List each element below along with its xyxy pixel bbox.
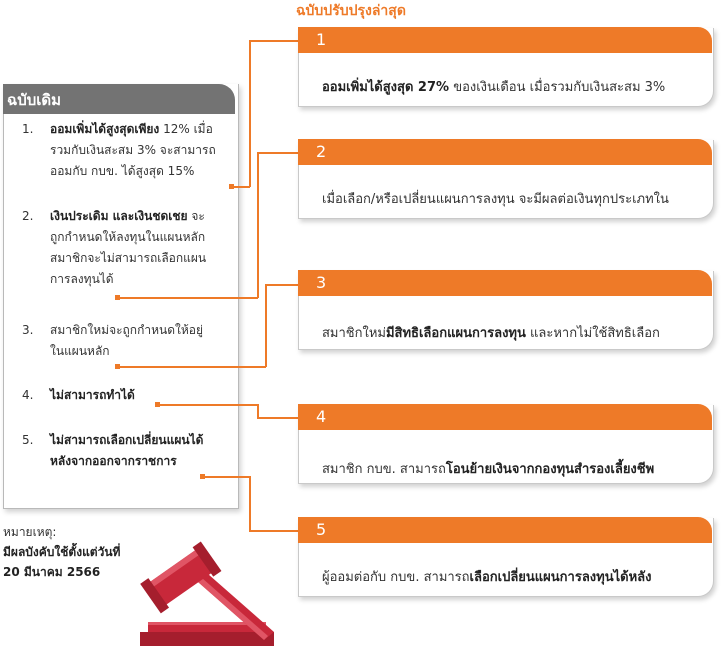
old-item-number: 1.	[22, 122, 34, 136]
new-version-title: ฉบับปรับปรุงล่าสุด	[296, 3, 406, 19]
old-item-number: 5.	[22, 433, 34, 447]
new-card-number: 3	[298, 270, 712, 296]
connector-line	[249, 40, 298, 42]
old-item-number: 2.	[22, 209, 34, 223]
old-item-bold: ออมเพิ่มได้สูงสุดเพียง	[50, 122, 160, 136]
new-card-bold: มีสิทธิเลือกแผนการลงทุน	[385, 326, 526, 341]
old-item-number: 3.	[22, 323, 34, 337]
connector-line	[158, 404, 258, 406]
new-card-rest: เมื่อเลือก/หรือเปลี่ยนแผนการลงทุน จะมีผล…	[322, 192, 669, 207]
old-item-text: ออมกับ กบข. ได้สูงสุด 15%	[50, 164, 195, 178]
connector-dot	[155, 402, 160, 407]
new-card-bold: ออมเพิ่มได้สูงสุด 27%	[322, 80, 450, 95]
old-version-title: ฉบับเดิม	[3, 84, 235, 114]
old-item-bold: เงินประเดิม และเงินชดเชย	[50, 209, 188, 223]
new-card-number: 2	[298, 139, 712, 165]
old-item-text: ในแผนหลัก	[50, 344, 110, 358]
old-item-bold: หลังจากออกจากราชการ	[50, 454, 177, 468]
new-card-text: สมาชิก กบข. สามารถโอนย้ายเงินจากกองทุนสำ…	[322, 458, 654, 479]
old-item-bold: ไม่สามารถเลือกเปลี่ยนแผนได้	[50, 433, 204, 447]
connector-line	[257, 152, 298, 154]
old-item-text: จะ	[187, 209, 205, 223]
connector-line	[265, 284, 267, 367]
new-card-text: สมาชิกใหม่มีสิทธิเลือกแผนการลงทุน และหาก…	[322, 322, 660, 343]
new-card-bold: โอนย้ายเงินจากกองทุนสำรองเลี้ยงชีพ	[445, 462, 655, 477]
new-card-bold: เลือกเปลี่ยนแผนการลงทุนได้หลัง	[469, 570, 652, 585]
connector-line	[249, 40, 251, 187]
old-item-2: 2. เงินประเดิม และเงินชดเชย จะ ถูกกำหนดใ…	[22, 206, 237, 292]
new-card-text: ผู้ออมต่อกับ กบข. สามารถเลือกเปลี่ยนแผนก…	[322, 566, 651, 587]
old-item-5: 5. ไม่สามารถเลือกเปลี่ยนแผนได้ หลังจากออ…	[22, 430, 237, 474]
new-card-pre: สมาชิกใหม่	[322, 326, 386, 341]
connector-line	[257, 152, 259, 298]
new-card-pre: ผู้ออมต่อกับ กบข. สามารถ	[322, 570, 470, 585]
connector-line	[118, 297, 258, 299]
new-card-text: ออมเพิ่มได้สูงสุด 27% ของเงินเดือน เมื่อ…	[322, 76, 665, 97]
old-version-panel	[3, 84, 239, 509]
connector-line	[257, 417, 298, 419]
connector-line	[265, 284, 298, 286]
old-item-text: ถูกกำหนดให้ลงทุนในแผนหลัก	[50, 230, 206, 244]
old-item-4: 4. ไม่สามารถทำได้	[22, 385, 237, 407]
connector-dot	[115, 295, 120, 300]
connector-line	[249, 530, 298, 532]
old-item-3: 3. สมาชิกใหม่จะถูกกำหนดให้อยู่ ในแผนหลัก	[22, 320, 237, 364]
note-label: หมายเหตุ:	[3, 525, 57, 539]
new-card-rest: ของเงินเดือน เมื่อรวมกับเงินสะสม 3%	[449, 80, 666, 95]
new-card-rest: และหากไม่ใช้สิทธิเลือก	[525, 326, 660, 341]
new-card-number: 4	[298, 404, 712, 430]
old-item-text: รวมกับเงินสะสม 3% จะสามารถ	[50, 143, 216, 157]
old-item-text: 12% เมื่อ	[159, 122, 213, 136]
note-line2: 20 มีนาคม 2566	[3, 565, 101, 579]
old-item-text: สมาชิกจะไม่สามารถเลือกแผน	[50, 251, 207, 265]
connector-line	[249, 476, 251, 531]
old-item-text: การลงทุนได้	[50, 272, 114, 286]
new-card-number: 1	[298, 27, 712, 53]
gavel-icon	[140, 541, 274, 646]
new-card-text: เมื่อเลือก/หรือเปลี่ยนแผนการลงทุน จะมีผล…	[322, 188, 669, 209]
new-card-pre: สมาชิก กบข. สามารถ	[322, 462, 446, 477]
old-item-1: 1. ออมเพิ่มได้สูงสุดเพียง 12% เมื่อ รวมก…	[22, 119, 237, 183]
connector-dot	[200, 474, 205, 479]
note-line1: มีผลบังคับใช้ตั้งแต่วันที่	[3, 545, 121, 559]
connector-line	[118, 366, 266, 368]
connector-dot	[229, 184, 234, 189]
connector-line	[203, 476, 250, 478]
note: หมายเหตุ: มีผลบังคับใช้ตั้งแต่วันที่ 20 …	[3, 522, 120, 582]
old-item-number: 4.	[22, 388, 34, 402]
old-item-bold: ไม่สามารถทำได้	[50, 388, 135, 402]
connector-line	[257, 404, 259, 418]
connector-dot	[115, 364, 120, 369]
connector-line	[232, 186, 250, 188]
old-item-text: สมาชิกใหม่จะถูกกำหนดให้อยู่	[50, 323, 203, 337]
new-card-number: 5	[298, 517, 712, 543]
